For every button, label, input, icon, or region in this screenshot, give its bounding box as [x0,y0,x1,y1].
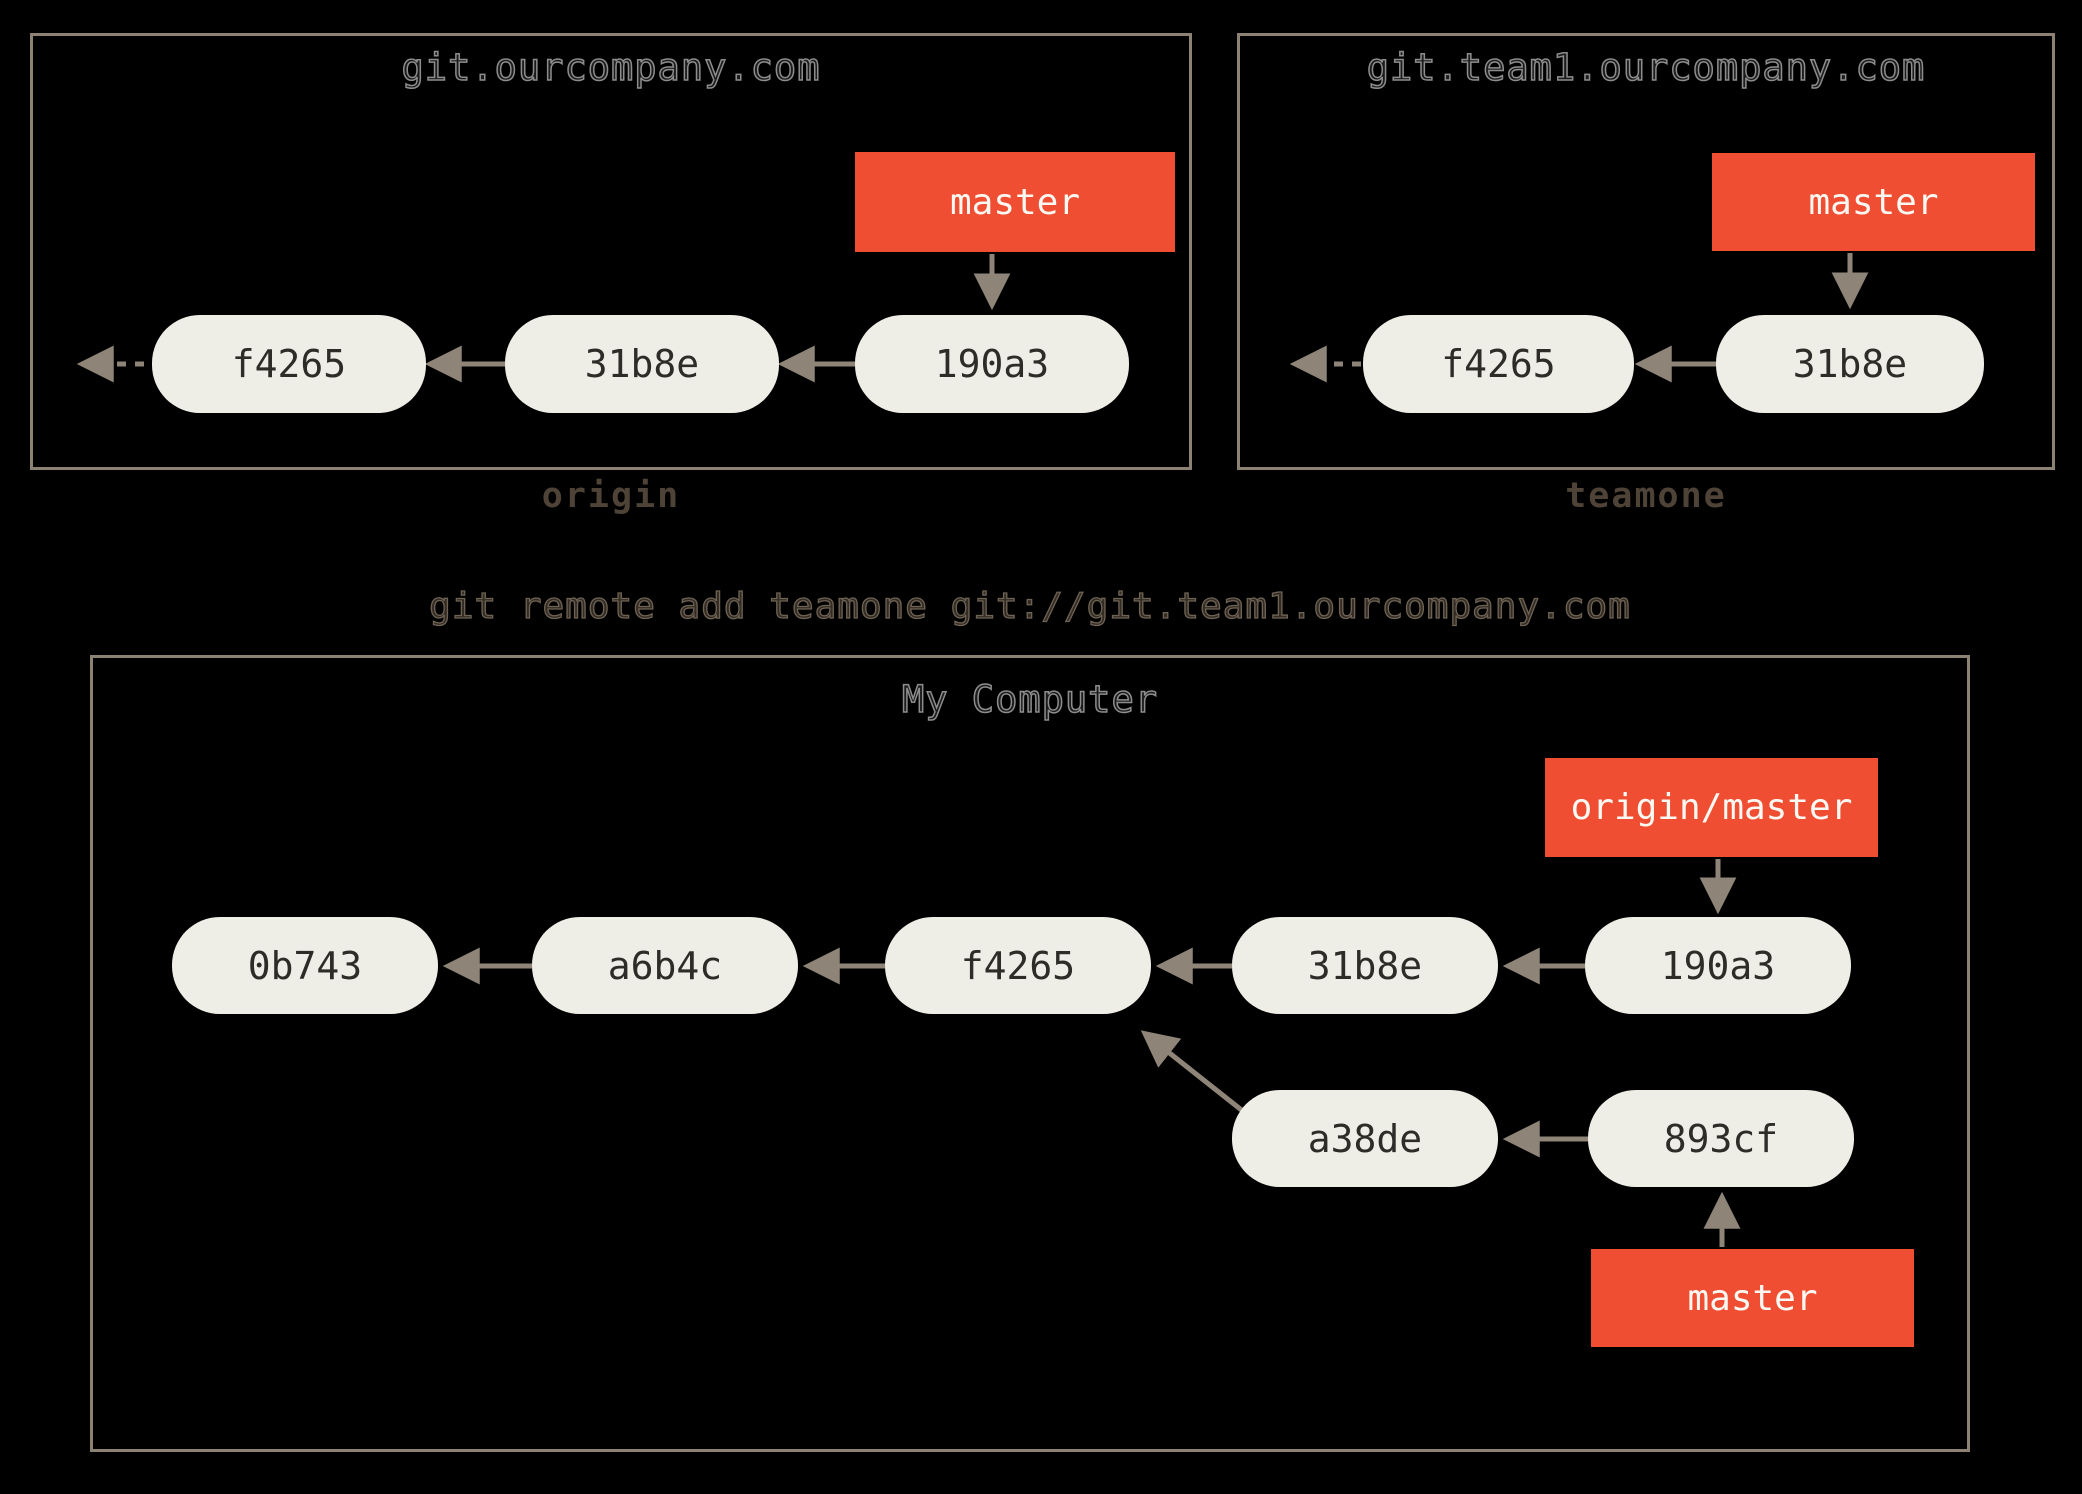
commit-node-origin-31b8e: 31b8e [505,315,779,413]
branch-label-origin-master: master [855,152,1175,252]
local-box-title: My Computer [901,677,1159,722]
remote-box-teamone [1237,33,2055,470]
commit-node-origin-190a3: 190a3 [855,315,1129,413]
commit-node-teamone-f4265: f4265 [1363,315,1634,413]
remote-caption-origin: origin [541,476,681,516]
commit-node-local-0b743: 0b743 [172,917,438,1014]
commit-node-local-f4265: f4265 [885,917,1151,1014]
remote-caption-teamone: teamone [1565,476,1727,516]
commit-node-teamone-31b8e: 31b8e [1716,315,1984,413]
remote-box-origin [30,33,1192,470]
remote-host-title-origin: git.ourcompany.com [401,45,821,90]
remote-host-title-teamone: git.team1.ourcompany.com [1366,45,1926,90]
commit-node-local-a6b4c: a6b4c [532,917,798,1014]
commit-node-local-a38de: a38de [1232,1090,1498,1187]
git-command-caption: git remote add teamone git://git.team1.o… [428,585,1631,627]
commit-node-local-190a3: 190a3 [1585,917,1851,1014]
commit-node-local-893cf: 893cf [1588,1090,1854,1187]
branch-label-local-master: master [1591,1249,1914,1347]
local-box-my-computer [90,655,1970,1452]
branch-label-teamone-master: master [1712,153,2035,251]
commit-node-origin-f4265: f4265 [152,315,426,413]
branch-label-origin-master-remote-tracking: origin/master [1545,758,1878,857]
commit-node-local-31b8e: 31b8e [1232,917,1498,1014]
